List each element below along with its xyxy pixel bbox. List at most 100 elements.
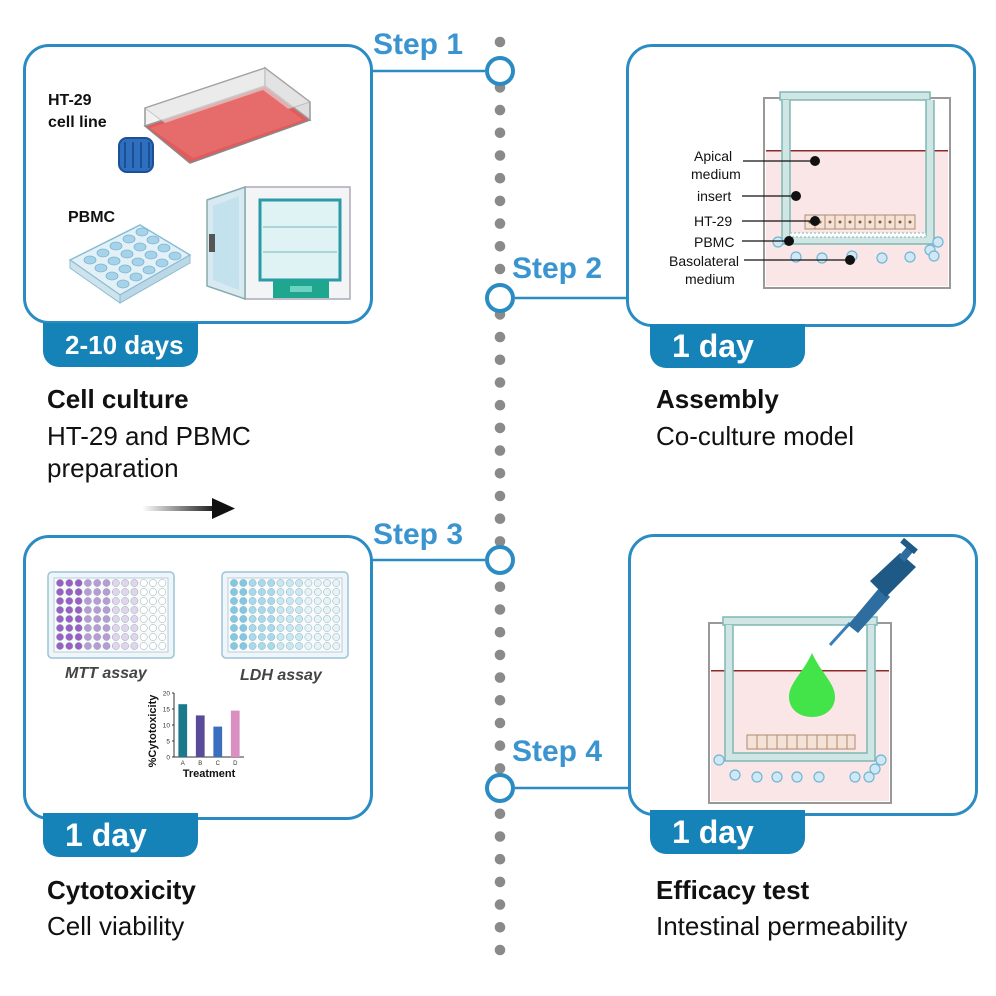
well <box>56 606 64 614</box>
well <box>149 606 157 614</box>
well <box>84 579 92 587</box>
timeline-dot <box>494 626 506 638</box>
well <box>149 597 157 605</box>
well <box>332 588 341 596</box>
step2-subtitle: Co-culture model <box>656 421 854 451</box>
timeline-dot <box>494 649 506 661</box>
well <box>276 579 285 587</box>
ldh-assay-label: LDH assay <box>240 667 322 684</box>
well <box>230 597 238 605</box>
duration-badge-step3: 1 day <box>43 813 198 857</box>
well <box>130 606 139 614</box>
well <box>121 579 129 587</box>
well <box>139 633 148 641</box>
timeline-dot <box>494 808 506 820</box>
timeline-dot <box>494 490 506 502</box>
well <box>248 642 257 650</box>
well <box>332 642 341 650</box>
well <box>248 606 257 614</box>
well <box>285 588 294 596</box>
y-tick-label: 10 <box>163 723 171 730</box>
well <box>149 588 157 596</box>
well <box>267 606 276 614</box>
well <box>267 597 276 605</box>
step3-subtitle: Cell viability <box>47 911 185 941</box>
y-tick-label: 20 <box>163 691 171 698</box>
well <box>102 606 111 614</box>
well <box>323 642 331 650</box>
well <box>74 597 83 605</box>
y-axis-label: %Cytotoxicity <box>147 694 159 768</box>
y-tick-label: 0 <box>166 755 170 762</box>
well <box>158 588 167 596</box>
step4-node <box>485 773 515 803</box>
well <box>258 642 266 650</box>
well <box>93 588 102 596</box>
step1-title: Cell culture <box>47 384 189 414</box>
well <box>102 579 111 587</box>
well <box>295 606 303 614</box>
mtt-assay-label: MTT assay <box>65 665 147 682</box>
well <box>248 633 257 641</box>
well <box>111 642 120 650</box>
step1-node <box>485 56 515 86</box>
well <box>332 615 341 623</box>
well <box>74 642 83 650</box>
duration-badge-step1: 2-10 days <box>43 323 198 367</box>
well <box>323 633 331 641</box>
well <box>158 615 167 623</box>
well <box>139 588 148 596</box>
well <box>304 615 313 623</box>
well <box>74 633 83 641</box>
well <box>285 615 294 623</box>
well <box>56 579 64 587</box>
well <box>65 615 74 623</box>
step2-node <box>485 283 515 313</box>
transwell-permeability-diagram <box>708 616 892 804</box>
x-tick-label: B <box>198 761 202 767</box>
well <box>102 588 111 596</box>
step4-label: Step 4 <box>512 735 603 768</box>
well <box>111 615 120 623</box>
well <box>304 642 313 650</box>
x-tick-label: A <box>181 761 185 767</box>
well <box>111 633 120 641</box>
timeline-dot <box>494 944 506 956</box>
step2-label: Step 2 <box>512 252 603 285</box>
well <box>323 606 331 614</box>
well <box>93 624 102 632</box>
well <box>56 588 64 596</box>
y-tick-label: 15 <box>163 707 171 714</box>
step3-title: Cytotoxicity <box>47 875 196 905</box>
well <box>149 633 157 641</box>
well-plate-icon <box>68 224 192 304</box>
well <box>295 642 303 650</box>
timeline-dot <box>494 922 506 933</box>
timeline-dot <box>494 853 506 865</box>
well <box>121 588 129 596</box>
well <box>267 633 276 641</box>
well <box>332 633 341 641</box>
well <box>93 633 102 641</box>
well <box>84 597 92 605</box>
y-tick-label: 5 <box>166 739 170 746</box>
timeline-dot <box>494 876 506 888</box>
well <box>93 579 102 587</box>
well <box>304 588 313 596</box>
well <box>267 624 276 632</box>
well <box>84 615 92 623</box>
well <box>121 606 129 614</box>
step2-title: Assembly <box>656 384 779 414</box>
timeline-dot <box>494 172 506 184</box>
timeline-dot <box>494 513 506 524</box>
timeline-dot <box>494 354 506 366</box>
well <box>276 597 285 605</box>
timeline-dot <box>494 241 506 252</box>
well <box>93 615 102 623</box>
well <box>65 588 74 596</box>
well <box>248 615 257 623</box>
well <box>121 642 129 650</box>
